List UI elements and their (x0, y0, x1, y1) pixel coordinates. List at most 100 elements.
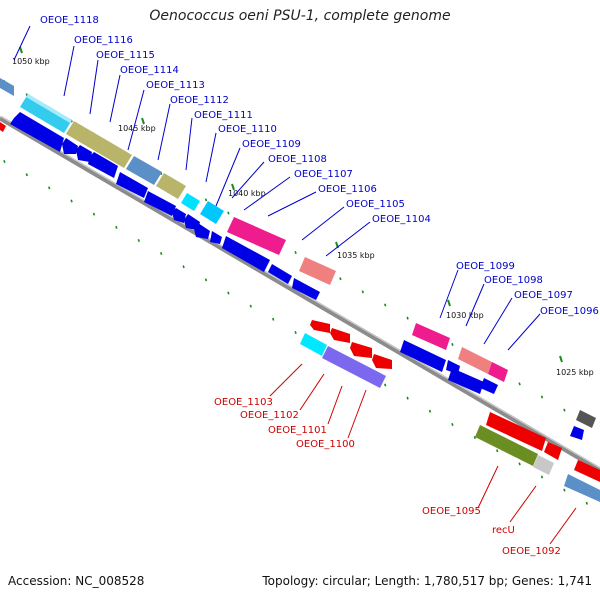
minor-tick (92, 212, 96, 216)
gene-feature[interactable] (533, 455, 554, 475)
gene-label[interactable]: OEOE_1104 (372, 214, 431, 225)
gene-label[interactable]: OEOE_1115 (96, 50, 155, 61)
gene-feature[interactable] (574, 460, 600, 482)
scale-tick (19, 46, 23, 54)
minor-tick (249, 304, 252, 308)
minor-tick (585, 501, 588, 505)
gene-label[interactable]: OEOE_1102 (240, 410, 299, 421)
gene-feature[interactable] (20, 94, 72, 133)
minor-tick (384, 303, 387, 307)
gene-feature[interactable] (227, 217, 286, 255)
minor-tick (384, 383, 387, 387)
gene-label[interactable]: OEOE_1096 (540, 306, 599, 317)
gene-label[interactable]: OEOE_1114 (120, 65, 179, 76)
minor-tick (272, 317, 275, 321)
gene-feature[interactable] (570, 426, 584, 440)
genome-summary-text: Topology: circular; Length: 1,780,517 bp… (262, 574, 592, 588)
scale-tick (141, 117, 145, 125)
gene-label[interactable]: OEOE_1092 (502, 546, 561, 557)
gene-feature[interactable] (126, 156, 162, 185)
gene-feature[interactable] (458, 347, 492, 374)
minor-tick (115, 225, 118, 229)
gene-feature[interactable] (156, 173, 186, 199)
gene-feature[interactable] (576, 410, 596, 428)
gene-feature[interactable] (222, 236, 270, 272)
gene-label[interactable]: OEOE_1112 (170, 95, 229, 106)
minor-tick (563, 488, 566, 492)
gene-feature[interactable] (330, 328, 350, 343)
gene-feature[interactable] (486, 412, 546, 451)
minor-tick (563, 408, 566, 412)
minor-tick (451, 422, 454, 426)
gene-label[interactable]: OEOE_1110 (218, 124, 277, 135)
gene-label[interactable]: OEOE_1101 (268, 425, 327, 436)
minor-tick (204, 278, 208, 282)
minor-tick (48, 186, 51, 190)
scale-label: 1045 kbp (118, 124, 156, 133)
gene-feature[interactable] (299, 257, 336, 285)
minor-tick (540, 395, 544, 399)
gene-label-leaders-top (13, 25, 541, 351)
minor-tick (137, 238, 140, 242)
gene-label[interactable]: OEOE_1116 (74, 35, 133, 46)
gene-feature[interactable] (564, 474, 600, 502)
gene-feature[interactable] (300, 333, 327, 356)
gene-feature[interactable] (268, 264, 292, 284)
gene-label[interactable]: OEOE_1118 (40, 15, 99, 26)
gene-feature[interactable] (372, 354, 392, 369)
gene-feature[interactable] (448, 368, 484, 394)
gene-feature[interactable] (88, 152, 118, 178)
gene-feature[interactable] (62, 138, 78, 154)
gene-feature[interactable] (412, 323, 450, 350)
scale-tick (447, 299, 451, 307)
gene-feature[interactable] (194, 223, 210, 239)
gene-label[interactable]: OEOE_1103 (214, 397, 273, 408)
minor-tick (451, 342, 454, 346)
gene-feature[interactable] (475, 425, 538, 466)
gene-feature[interactable] (200, 201, 224, 224)
gene-feature[interactable] (76, 145, 92, 162)
gene-feature[interactable] (10, 112, 64, 152)
gene-feature[interactable] (116, 172, 148, 198)
gene-label[interactable]: OEOE_1107 (294, 169, 353, 180)
gene-feature[interactable] (0, 78, 14, 96)
gene-feature[interactable] (181, 193, 200, 211)
gene-feature[interactable] (210, 231, 222, 244)
gene-label[interactable]: OEOE_1108 (268, 154, 327, 165)
minor-tick (3, 160, 6, 164)
minor-tick (428, 409, 432, 413)
gene-label[interactable]: OEOE_1113 (146, 80, 205, 91)
gene-feature[interactable] (310, 320, 330, 333)
scale-label: 1050 kbp (12, 57, 50, 66)
gene-feature[interactable] (144, 191, 176, 216)
gene-label[interactable]: OEOE_1106 (318, 184, 377, 195)
gene-label[interactable]: OEOE_1105 (346, 199, 405, 210)
gene-feature[interactable] (480, 378, 498, 394)
gene-label[interactable]: recU (492, 525, 515, 536)
accession-text: Accession: NC_008528 (8, 574, 145, 588)
gene-label[interactable]: OEOE_1111 (194, 110, 253, 121)
gene-feature[interactable] (544, 442, 562, 460)
scale-tick (231, 183, 235, 191)
gene-label[interactable]: OEOE_1098 (484, 275, 543, 286)
gene-feature[interactable] (66, 121, 132, 168)
minor-tick (361, 290, 364, 294)
minor-tick (70, 199, 73, 203)
gene-feature[interactable] (400, 340, 446, 372)
gene-label[interactable]: OEOE_1100 (296, 439, 355, 450)
gene-label[interactable]: OEOE_1099 (456, 261, 515, 272)
gene-feature[interactable] (0, 122, 6, 132)
gene-feature[interactable] (322, 346, 386, 388)
scale-tick (559, 355, 563, 363)
gene-feature[interactable] (350, 342, 372, 358)
gene-feature[interactable] (292, 278, 320, 300)
gene-label[interactable]: OEOE_1109 (242, 139, 301, 150)
gene-feature[interactable] (172, 208, 186, 223)
gene-feature[interactable] (488, 362, 508, 382)
minor-tick (204, 198, 208, 202)
gene-label[interactable]: OEOE_1097 (514, 290, 573, 301)
gene-label[interactable]: OEOE_1095 (422, 506, 481, 517)
minor-tick (227, 291, 230, 295)
